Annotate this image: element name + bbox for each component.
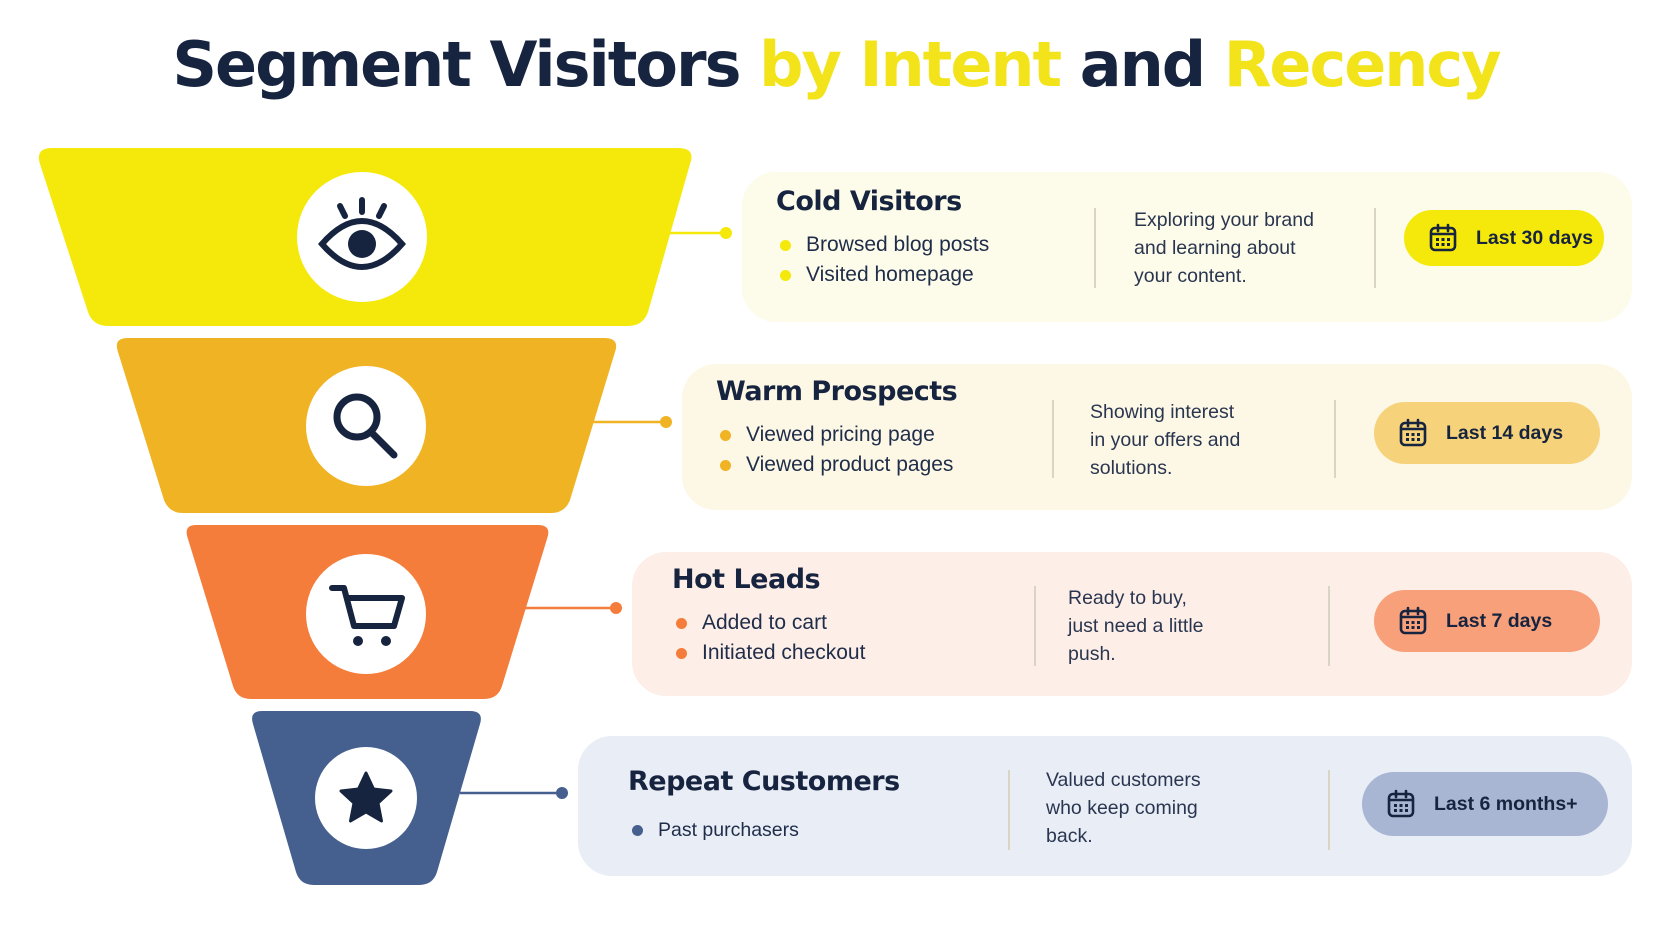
list-item: Added to cart	[672, 608, 865, 638]
segment-bullets: Past purchasers	[628, 815, 799, 845]
recency-badge: Last 30 days	[1404, 210, 1604, 266]
segment-description: Valued customers who keep coming back.	[1046, 769, 1201, 847]
title-part-1: Segment Visitors	[172, 28, 760, 101]
list-item: Initiated checkout	[672, 638, 865, 668]
recency-label: Last 30 days	[1476, 226, 1594, 249]
recency-label: Last 6 months+	[1434, 792, 1578, 815]
connector-cold	[660, 227, 732, 239]
divider	[1328, 586, 1330, 666]
segment-title: Hot Leads	[672, 564, 821, 595]
calendar-icon	[1399, 606, 1427, 635]
title-part-3: and	[1060, 28, 1224, 101]
segment-bullets: Added to cart Initiated checkout	[672, 608, 865, 668]
title-part-2: by Intent	[759, 28, 1062, 101]
eye-icon	[318, 197, 406, 270]
segment-description: Ready to buy, just need a little push.	[1068, 587, 1204, 665]
divider	[1094, 208, 1096, 288]
calendar-icon	[1387, 789, 1415, 818]
segment-card-cold: Cold Visitors Browsed blog posts Visited…	[742, 172, 1632, 322]
segment-description: Exploring your brand and learning about …	[1134, 209, 1314, 287]
calendar-icon	[1429, 223, 1457, 252]
segment-card-warm: Warm Prospects Viewed pricing page Viewe…	[682, 364, 1632, 510]
segment-bullets: Browsed blog posts Visited homepage	[776, 230, 989, 290]
star-icon	[339, 771, 393, 823]
divider	[1374, 208, 1376, 288]
list-item: Browsed blog posts	[776, 230, 989, 260]
segment-card-hot: Hot Leads Added to cart Initiated checko…	[632, 552, 1632, 696]
magnifier-icon	[333, 393, 398, 459]
divider	[1328, 770, 1330, 850]
page-title: Segment Visitors by Intent and Recency	[0, 28, 1672, 101]
connector-repeat	[460, 787, 568, 799]
recency-label: Last 7 days	[1446, 609, 1553, 632]
list-item: Past purchasers	[628, 815, 799, 845]
divider	[1052, 400, 1054, 478]
recency-badge: Last 7 days	[1374, 590, 1600, 652]
title-part-4: Recency	[1223, 28, 1502, 101]
segment-card-repeat: Repeat Customers Past purchasers Valued …	[578, 736, 1632, 876]
segment-title: Cold Visitors	[776, 186, 962, 217]
list-item: Viewed product pages	[716, 450, 953, 480]
list-item: Visited homepage	[776, 260, 989, 290]
calendar-icon	[1399, 418, 1427, 447]
segment-title: Warm Prospects	[716, 376, 958, 407]
connector-warm	[588, 416, 672, 428]
cart-icon	[329, 585, 405, 646]
segment-bullets: Viewed pricing page Viewed product pages	[716, 420, 953, 480]
recency-badge: Last 6 months+	[1362, 772, 1608, 836]
divider	[1334, 400, 1336, 478]
recency-badge: Last 14 days	[1374, 402, 1600, 464]
recency-label: Last 14 days	[1446, 421, 1564, 444]
divider	[1034, 586, 1036, 666]
segment-description: Showing interest in your offers and solu…	[1090, 401, 1241, 479]
divider	[1008, 770, 1010, 850]
segment-title: Repeat Customers	[628, 766, 900, 797]
list-item: Viewed pricing page	[716, 420, 953, 450]
connector-hot	[524, 602, 622, 614]
